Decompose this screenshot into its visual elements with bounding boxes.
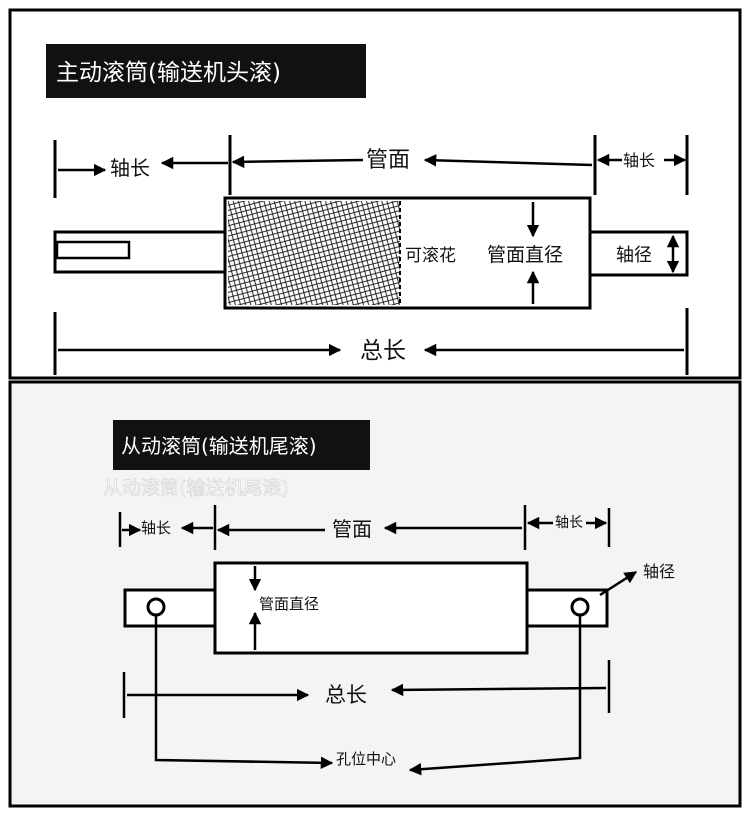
top-title: 主动滚筒(输送机头滚) (56, 60, 281, 86)
bottom-tube-body (213, 561, 529, 655)
bottom-total-arrow-b (390, 683, 607, 697)
bottom-hole-center-leader-left (154, 615, 334, 770)
bottom-hole-center-leader-right (408, 615, 582, 776)
bottom-right-hole (570, 597, 590, 617)
bottom-title: 从动滚筒(输送机尾滚) (121, 434, 317, 458)
bottom-shaft-diameter-arrow (599, 570, 638, 597)
top-shaft-length-label: 轴长 (110, 156, 150, 180)
bottom-left-shaft (123, 588, 217, 628)
bottom-tube-diameter-label: 管面直径 (259, 595, 319, 613)
top-tube-surface-arrow-b (423, 154, 593, 167)
bottom-left-hole (146, 597, 166, 617)
bottom-title-bar (113, 420, 370, 470)
top-title-bar (46, 44, 366, 98)
top-keyway (55, 240, 131, 260)
bottom-right-shaft (525, 588, 609, 628)
top-tube-surface-label: 管面 (366, 148, 410, 173)
top-total-length-label: 总长 (360, 338, 406, 364)
top-knurl-area (228, 201, 400, 305)
top-right-shaft-label: 轴长 (623, 151, 655, 170)
bottom-title-ghost: 从动滚筒(输送机尾滚) (103, 477, 289, 499)
top-tube-diameter-label: 管面直径 (487, 244, 563, 266)
top-shaft-diameter-label: 轴径 (616, 245, 652, 266)
top-knurl-note: 可滚花 (405, 246, 456, 266)
bottom-hole-center-label: 孔位中心 (336, 750, 396, 768)
bottom-total-length-label: 总长 (325, 683, 367, 707)
top-tube-surface-arrow-a (231, 155, 364, 169)
bottom-tube-surface-label: 管面 (332, 517, 372, 541)
bottom-right-shaft-label: 轴长 (555, 515, 583, 531)
bottom-shaft-length-label: 轴长 (141, 519, 171, 537)
bottom-shaft-diameter-label: 轴径 (643, 562, 675, 581)
